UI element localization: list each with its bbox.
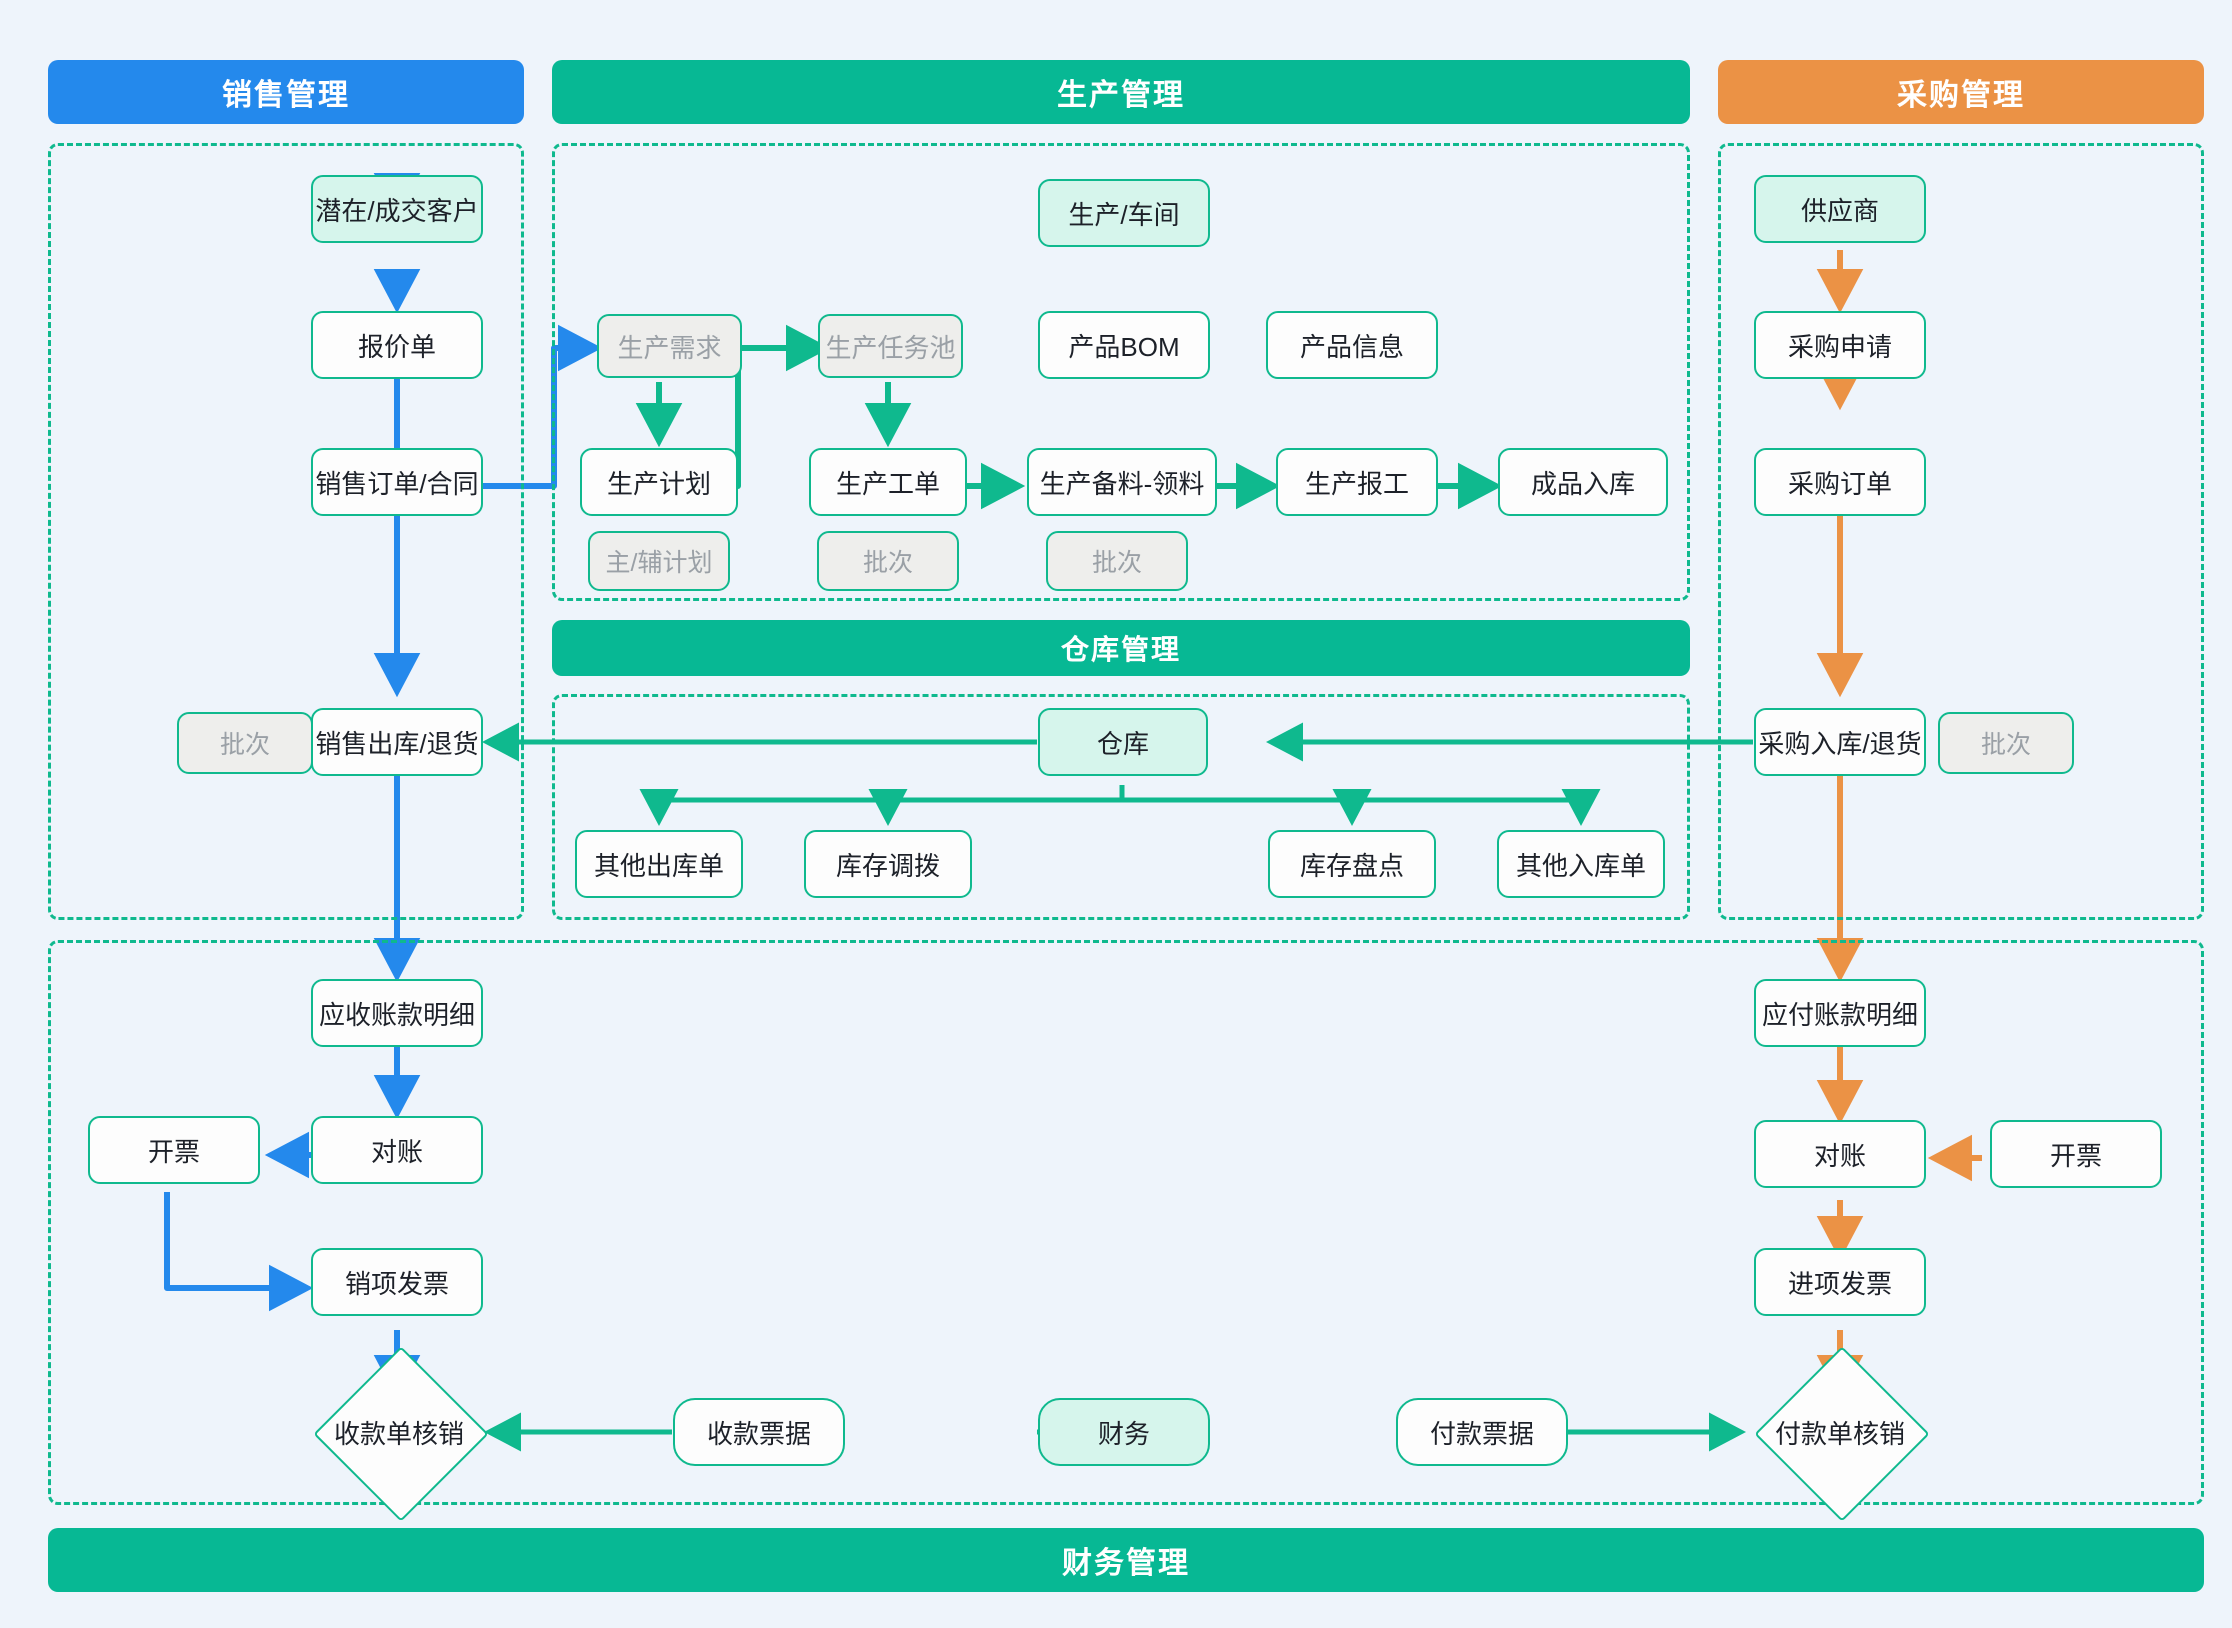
node-potential-customer[interactable]: 潜在/成交客户 [311, 175, 483, 243]
node-output-invoice[interactable]: 销项发票 [311, 1248, 483, 1316]
node-finance[interactable]: 财务 [1038, 1398, 1210, 1466]
node-production-plan-sub[interactable]: 主/辅计划 [588, 531, 730, 591]
banner-warehouse: 仓库管理 [552, 620, 1690, 676]
node-purchase-request[interactable]: 采购申请 [1754, 311, 1926, 379]
node-material-prep-sub[interactable]: 批次 [1046, 531, 1188, 591]
zone-purchasing [1718, 143, 2204, 920]
zone-production [552, 143, 1690, 601]
node-receipt-note[interactable]: 收款票据 [673, 1398, 845, 1466]
node-stock-count[interactable]: 库存盘点 [1268, 830, 1436, 898]
node-quotation[interactable]: 报价单 [311, 311, 483, 379]
node-payment-note[interactable]: 付款票据 [1396, 1398, 1568, 1466]
node-work-order[interactable]: 生产工单 [809, 448, 967, 516]
node-payment-writeoff-label: 付款单核销 [1774, 1418, 1905, 1449]
banner-finance: 财务管理 [48, 1528, 2204, 1592]
node-supplier[interactable]: 供应商 [1754, 175, 1926, 243]
node-product-bom[interactable]: 产品BOM [1038, 311, 1210, 379]
banner-production: 生产管理 [552, 60, 1690, 124]
node-sales-order[interactable]: 销售订单/合同 [311, 448, 483, 516]
node-production-task-pool[interactable]: 生产任务池 [818, 314, 963, 378]
node-ar-detail[interactable]: 应收账款明细 [311, 979, 483, 1047]
node-ar-issue-invoice[interactable]: 开票 [88, 1116, 260, 1184]
node-purchase-batch[interactable]: 批次 [1938, 712, 2074, 774]
node-production-plan[interactable]: 生产计划 [580, 448, 738, 516]
node-finished-goods-in[interactable]: 成品入库 [1498, 448, 1668, 516]
banner-purchasing: 采购管理 [1718, 60, 2204, 124]
node-sales-batch[interactable]: 批次 [177, 712, 313, 774]
node-production-workshop[interactable]: 生产/车间 [1038, 179, 1210, 247]
node-purchase-inbound[interactable]: 采购入库/退货 [1754, 708, 1926, 776]
node-other-inbound[interactable]: 其他入库单 [1497, 830, 1665, 898]
node-ap-reconciliation[interactable]: 对账 [1754, 1120, 1926, 1188]
node-ap-detail[interactable]: 应付账款明细 [1754, 979, 1926, 1047]
node-material-prep[interactable]: 生产备料-领料 [1027, 448, 1217, 516]
node-receipt-writeoff[interactable]: 收款单核销 [311, 1346, 489, 1522]
node-warehouse[interactable]: 仓库 [1038, 708, 1208, 776]
node-receipt-writeoff-label: 收款单核销 [333, 1418, 464, 1449]
node-payment-writeoff[interactable]: 付款单核销 [1752, 1346, 1930, 1522]
node-sales-delivery[interactable]: 销售出库/退货 [311, 708, 483, 776]
node-production-report[interactable]: 生产报工 [1276, 448, 1438, 516]
banner-sales: 销售管理 [48, 60, 524, 124]
node-other-outbound[interactable]: 其他出库单 [575, 830, 743, 898]
node-purchase-order[interactable]: 采购订单 [1754, 448, 1926, 516]
node-production-demand[interactable]: 生产需求 [597, 314, 742, 378]
zone-sales [48, 143, 524, 920]
node-ap-issue-invoice[interactable]: 开票 [1990, 1120, 2162, 1188]
zone-warehouse [552, 694, 1690, 920]
node-stock-transfer[interactable]: 库存调拨 [804, 830, 972, 898]
node-input-invoice[interactable]: 进项发票 [1754, 1248, 1926, 1316]
node-work-order-sub[interactable]: 批次 [817, 531, 959, 591]
node-product-info[interactable]: 产品信息 [1266, 311, 1438, 379]
zone-finance [48, 940, 2204, 1505]
node-ar-reconciliation[interactable]: 对账 [311, 1116, 483, 1184]
